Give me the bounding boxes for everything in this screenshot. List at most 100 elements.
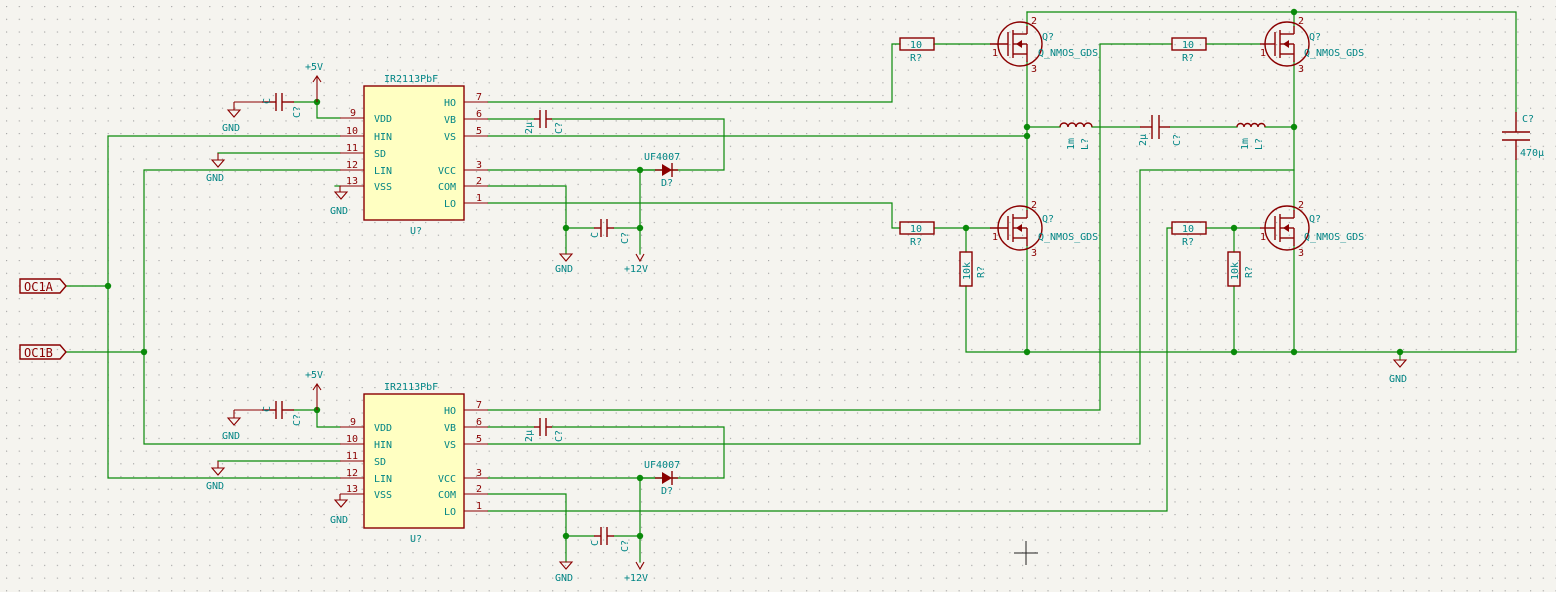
mosfet-value: Q_NMOS_GDS xyxy=(1304,232,1364,243)
pin-number: 1 xyxy=(992,232,998,243)
pin-number: 3 xyxy=(476,160,482,171)
mosfet-q2-low-left[interactable]: Q? Q_NMOS_GDS 1 2 3 xyxy=(990,200,1098,259)
pin-number: 11 xyxy=(346,143,358,154)
cap-value: C xyxy=(590,540,601,546)
resistor-value: 10k xyxy=(962,262,973,280)
gnd-symbol: GND xyxy=(206,461,226,492)
cap-ref: C? xyxy=(620,540,631,552)
junction-dot xyxy=(962,224,970,232)
cap-value: 2μ xyxy=(524,122,535,134)
capacitor-vcc-top[interactable]: C C? xyxy=(590,219,631,244)
pin-number: 3 xyxy=(1031,248,1037,259)
junction-dot xyxy=(636,532,644,540)
gnd-label: GND xyxy=(330,515,348,526)
diode-value: UF4007 xyxy=(644,460,680,471)
capacitor-bootstrap-bottom[interactable]: 2μ C? xyxy=(524,418,565,442)
resistor-value: 10 xyxy=(910,40,922,51)
mosfet-q3-high-right[interactable]: Q? Q_NMOS_GDS 1 2 3 xyxy=(1260,16,1364,75)
mosfet-ref: Q? xyxy=(1309,32,1321,43)
capacitor-bootstrap-top[interactable]: 2μ C? xyxy=(524,110,565,134)
pin-number: 2 xyxy=(1031,200,1037,211)
capacitor-vcc-bottom[interactable]: C C? xyxy=(590,527,631,552)
capacitor-vdd-bottom[interactable]: C C? xyxy=(262,401,303,426)
label-oc1a[interactable]: OC1A xyxy=(19,278,67,294)
pin-name: VCC xyxy=(438,166,456,177)
mosfet-ref: Q? xyxy=(1042,32,1054,43)
pin-number: 1 xyxy=(992,48,998,59)
pin-number: 2 xyxy=(1298,200,1304,211)
resistor-value: 10 xyxy=(910,224,922,235)
crosshair-cursor-icon xyxy=(1014,541,1038,565)
resistor-gate-q4[interactable]: 10 R? xyxy=(1171,221,1207,248)
inductor-left[interactable]: 1m L? xyxy=(1059,122,1093,150)
capacitor-bulk[interactable]: C? 470μ xyxy=(1502,112,1544,160)
pin-name: COM xyxy=(438,182,456,193)
pin-number: 3 xyxy=(1031,64,1037,75)
capacitor-series-bridge[interactable]: 2μ C? xyxy=(1138,115,1183,146)
pin-number: 3 xyxy=(1298,248,1304,259)
mosfet-value: Q_NMOS_GDS xyxy=(1038,48,1098,59)
pin-name: SD xyxy=(374,457,386,468)
gnd-label: GND xyxy=(222,123,240,134)
resistor-pulldown-q4[interactable]: 10k R? xyxy=(1227,251,1255,287)
gnd-symbol: GND xyxy=(222,101,262,134)
resistor-gate-q3[interactable]: 10 R? xyxy=(1171,37,1207,64)
pin-number: 3 xyxy=(476,468,482,479)
pin-name: LO xyxy=(444,507,456,518)
diode-bootstrap-top[interactable]: UF4007 D? xyxy=(644,152,680,189)
pin-name: LIN xyxy=(374,474,392,485)
power-5v-top: +5V xyxy=(305,62,323,102)
mosfet-value: Q_NMOS_GDS xyxy=(1038,232,1098,243)
label-oc1b[interactable]: OC1B xyxy=(19,344,67,360)
pin-name: HO xyxy=(444,406,456,417)
pin-number: 3 xyxy=(1298,64,1304,75)
pin-name: VS xyxy=(444,132,456,143)
mosfet-q4-low-right[interactable]: Q? Q_NMOS_GDS 1 2 3 xyxy=(1260,200,1364,259)
power-5v-label: +5V xyxy=(305,370,323,381)
junction-dot xyxy=(1023,132,1031,140)
gnd-symbol: GND xyxy=(222,409,262,442)
cap-value: 2μ xyxy=(524,430,535,442)
junction-dot xyxy=(1290,123,1298,131)
gnd-symbol: GND xyxy=(206,153,226,184)
pin-name: LIN xyxy=(374,166,392,177)
resistor-ref: R? xyxy=(910,53,922,64)
gnd-label: GND xyxy=(206,481,224,492)
resistor-ref: R? xyxy=(1182,237,1194,248)
pin-number: 12 xyxy=(346,160,358,171)
cap-ref: C? xyxy=(620,232,631,244)
cap-ref: C? xyxy=(292,414,303,426)
driver-ic-bottom[interactable]: IR2113PbF U? 9 10 11 12 13 VDD HIN SD LI… xyxy=(340,382,488,545)
resistor-pulldown-q2[interactable]: 10k R? xyxy=(959,251,987,287)
capacitor-vdd-top[interactable]: C C? xyxy=(262,93,303,118)
junction-dot xyxy=(1023,348,1031,356)
resistor-ref: R? xyxy=(1182,53,1194,64)
resistor-gate-q2[interactable]: 10 R? xyxy=(899,221,935,248)
junction-dot xyxy=(562,532,570,540)
pin-name: VS xyxy=(444,440,456,451)
pin-number: 2 xyxy=(476,176,482,187)
junction-dot xyxy=(1290,8,1298,16)
driver-ic-top[interactable]: IR2113PbF U? 9 10 11 12 13 VDD HIN SD LI… xyxy=(340,74,488,237)
junction-dot xyxy=(1230,348,1238,356)
resistor-ref: R? xyxy=(910,237,922,248)
cap-ref: C? xyxy=(554,430,565,442)
inductor-right[interactable]: 1m L? xyxy=(1236,122,1266,150)
inductor-ref: L? xyxy=(1254,138,1265,150)
pin-name: VDD xyxy=(374,423,392,434)
mosfet-q1-high-left[interactable]: Q? Q_NMOS_GDS 1 2 3 xyxy=(990,16,1098,75)
pin-name: VB xyxy=(444,115,456,126)
pin-number: 1 xyxy=(476,193,482,204)
label-oc1b-text: OC1B xyxy=(24,346,53,360)
resistor-gate-q1[interactable]: 10 R? xyxy=(899,37,935,64)
driver-ref: U? xyxy=(410,226,422,237)
junction-dot xyxy=(562,224,570,232)
junction-dot xyxy=(140,348,148,356)
junction-dot xyxy=(1230,224,1238,232)
diode-ref: D? xyxy=(661,486,673,497)
pin-name: VB xyxy=(444,423,456,434)
junction-dot xyxy=(1023,123,1031,131)
pin-name: VCC xyxy=(438,474,456,485)
pin-name: VSS xyxy=(374,182,392,193)
diode-bootstrap-bottom[interactable]: UF4007 D? xyxy=(644,460,680,497)
